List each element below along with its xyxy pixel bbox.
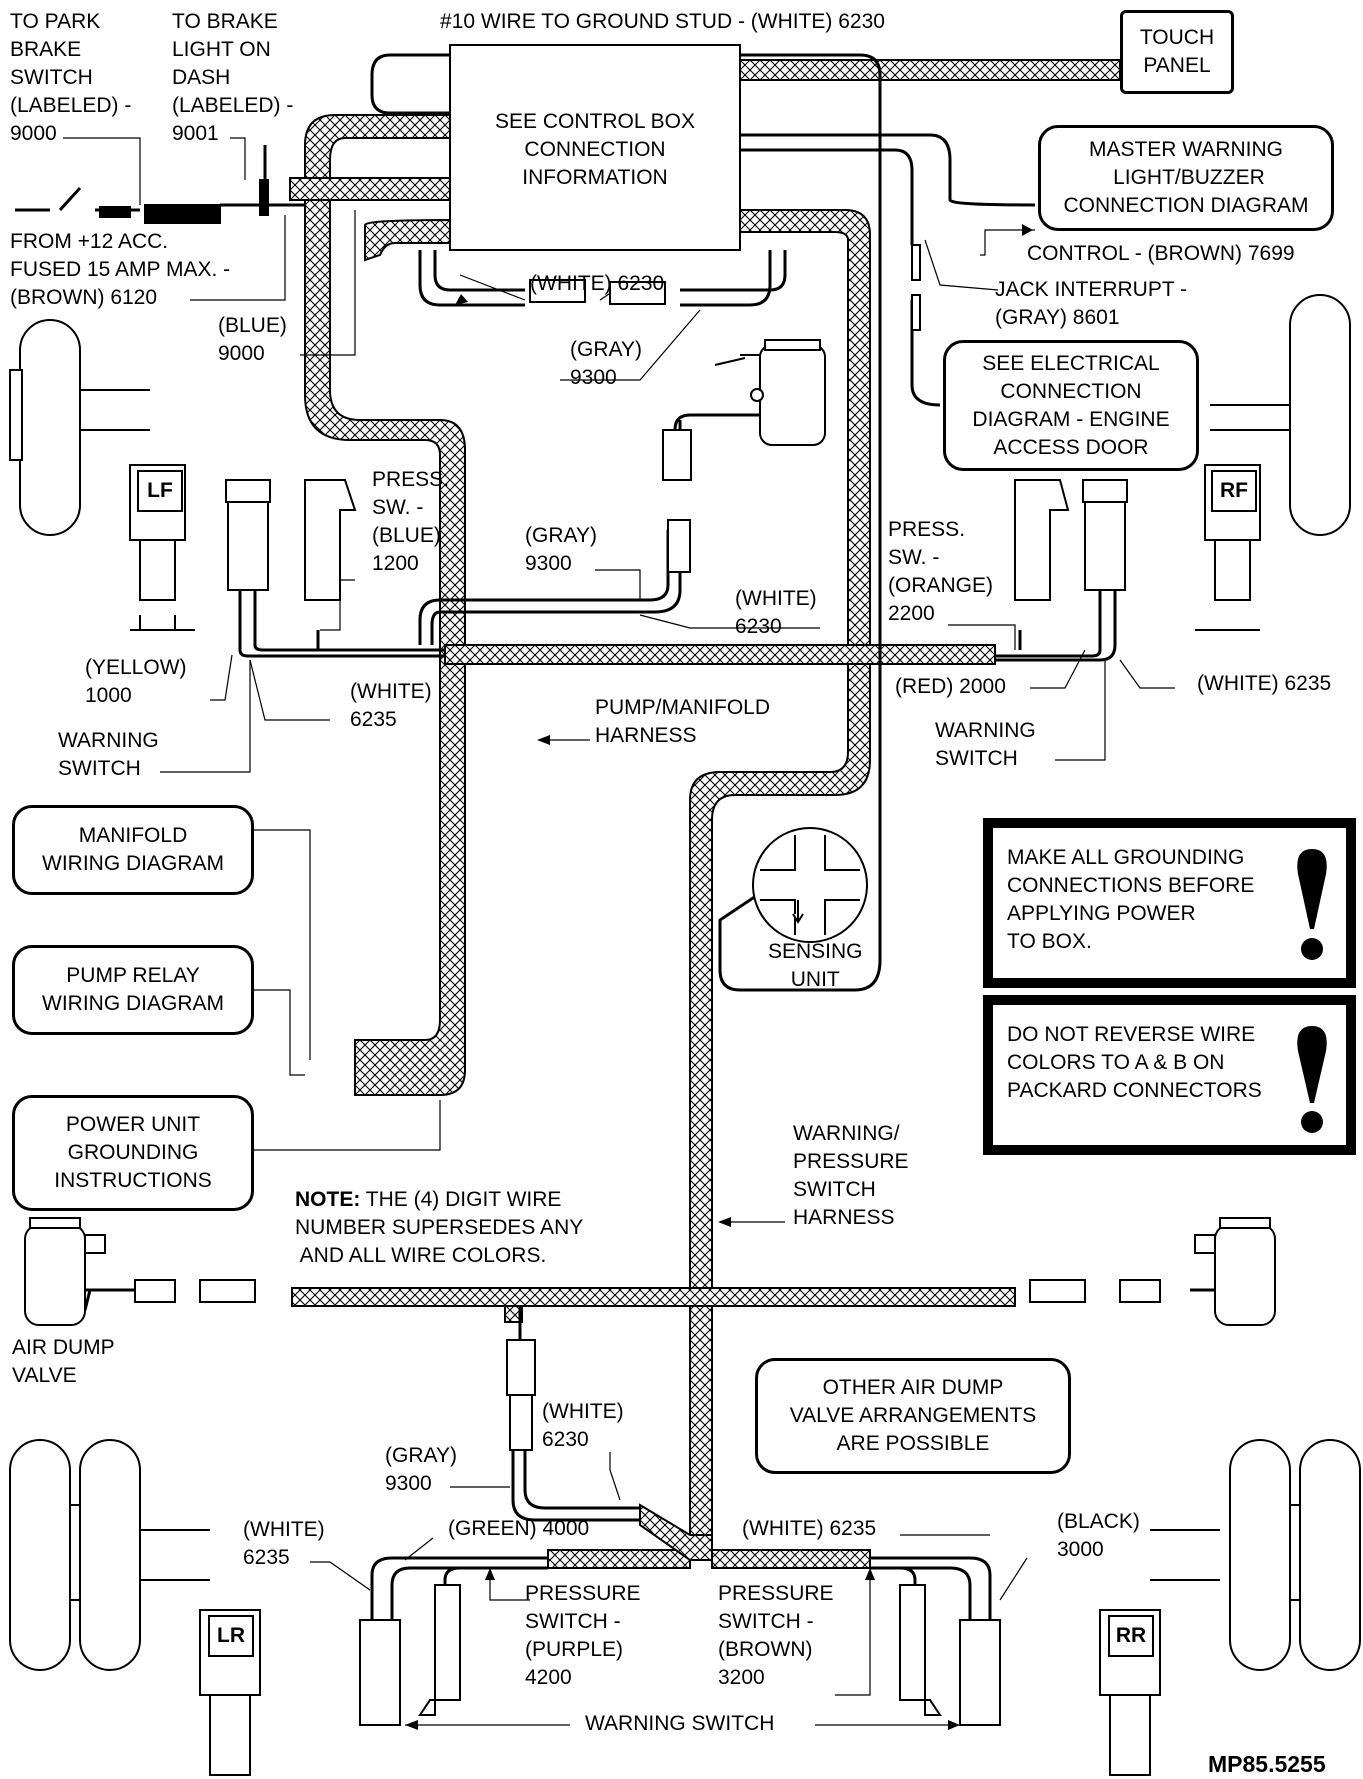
connectors — [99, 179, 1161, 1451]
warning-switch-left-label: WARNING SWITCH — [58, 729, 159, 780]
gray-9300-low-label: (GRAY) 9300 — [385, 1444, 457, 1495]
warning-pressure-label: WARNING/ PRESSURE SWITCH HARNESS — [793, 1122, 909, 1229]
manifold-wiring-box: MANIFOLD WIRING DIAGRAM — [12, 805, 254, 895]
power-unit-box: POWER UNIT GROUNDING INSTRUCTIONS — [12, 1095, 254, 1211]
press-sw-blue-label: PRESS. SW. - (BLUE) 1200 — [372, 468, 450, 575]
exclamation-icon — [1297, 1026, 1327, 1133]
rf-tag: RF — [1211, 470, 1257, 512]
red-2000-label: (RED) 2000 — [895, 675, 1006, 698]
white-6235-right-label: (WHITE) 6235 — [1197, 672, 1332, 695]
warning-switch-right-label: WARNING SWITCH — [935, 719, 1036, 770]
white-6235-rr-label: (WHITE) 6235 — [742, 1517, 877, 1540]
press-brown-label: PRESSURE SWITCH - (BROWN) 3200 — [718, 1582, 834, 1689]
acc-power-label: FROM +12 ACC. FUSED 15 AMP MAX. - (BROWN… — [10, 230, 231, 309]
other-valve-box: OTHER AIR DUMP VALVE ARRANGEMENTS ARE PO… — [755, 1358, 1071, 1474]
control-box — [449, 44, 741, 251]
grounding-warning: MAKE ALL GROUNDING CONNECTIONS BEFORE AP… — [983, 818, 1356, 988]
jack-interrupt-label: JACK INTERRUPT - (GRAY) 8601 — [995, 278, 1188, 329]
white-6235-lr-label: (WHITE) 6235 — [243, 1518, 325, 1569]
control-brown-label: CONTROL - (BROWN) 7699 — [1027, 242, 1295, 265]
switches — [225, 479, 1128, 1726]
warning-switch-bottom-label: WARNING SWITCH — [585, 1712, 775, 1735]
park-brake-label: TO PARK BRAKE SWITCH (LABELED) - 9000 — [10, 10, 132, 145]
sensing-unit — [752, 827, 868, 943]
master-warning-box: MASTER WARNING LIGHT/BUZZER CONNECTION D… — [1038, 125, 1334, 231]
wheels — [9, 294, 1361, 1776]
warning-pressure-harness — [291, 59, 1121, 1569]
pump-manifold-label: PUMP/MANIFOLD HARNESS — [595, 696, 771, 747]
white-6235-left-label: (WHITE) 6235 — [350, 680, 432, 731]
touch-panel-box: TOUCH PANEL — [1120, 10, 1234, 94]
sensing-unit-label: SENSING UNIT — [768, 940, 863, 991]
wires — [15, 53, 1275, 1620]
gray-9300-mid-label: (GRAY) 9300 — [525, 524, 597, 575]
arrows — [405, 224, 1033, 1730]
blue-9000-label: (BLUE) 9000 — [218, 314, 287, 365]
gray-9300-top-label: (GRAY) 9300 — [570, 338, 642, 389]
pump-solenoid — [714, 339, 826, 446]
exclamation-icon — [1297, 849, 1327, 960]
figure-id: MP85.5255 — [1208, 1751, 1326, 1777]
lf-tag: LF — [137, 470, 183, 512]
green-4000-label: (GREEN) 4000 — [448, 1517, 590, 1540]
press-sw-orange-label: PRESS. SW. - (ORANGE) 2200 — [888, 518, 993, 625]
lr-tag: LR — [208, 1615, 254, 1657]
ground-wire-label: #10 WIRE TO GROUND STUD - (WHITE) 6230 — [440, 10, 885, 33]
pump-manifold-harness — [289, 114, 466, 1096]
white-6230-top-label: (WHITE) 6230 — [530, 272, 665, 295]
white-6230-low-label: (WHITE) 6230 — [542, 1400, 624, 1451]
white-6230-mid-label: (WHITE) 6230 — [735, 587, 817, 638]
electrical-connection-box: SEE ELECTRICAL CONNECTION DIAGRAM - ENGI… — [943, 340, 1199, 471]
brake-light-label: TO BRAKE LIGHT ON DASH (LABELED) - 9001 — [172, 10, 294, 145]
yellow-1000-label: (YELLOW) 1000 — [85, 656, 187, 707]
reverse-warning: DO NOT REVERSE WIRE COLORS TO A & B ON P… — [983, 995, 1356, 1155]
black-3000-label: (BLACK) 3000 — [1057, 1510, 1140, 1561]
air-dump-label: AIR DUMP VALVE — [12, 1336, 115, 1387]
control-box-text: SEE CONTROL BOX CONNECTION INFORMATION — [495, 110, 695, 189]
pump-relay-box: PUMP RELAY WIRING DIAGRAM — [12, 945, 254, 1035]
air-dump-valves — [24, 1217, 1276, 1326]
note-label: NOTE: THE (4) DIGIT WIRE NUMBER SUPERSED… — [295, 1188, 584, 1267]
rr-tag: RR — [1108, 1615, 1154, 1657]
press-purple-label: PRESSURE SWITCH - (PURPLE) 4200 — [525, 1582, 641, 1689]
